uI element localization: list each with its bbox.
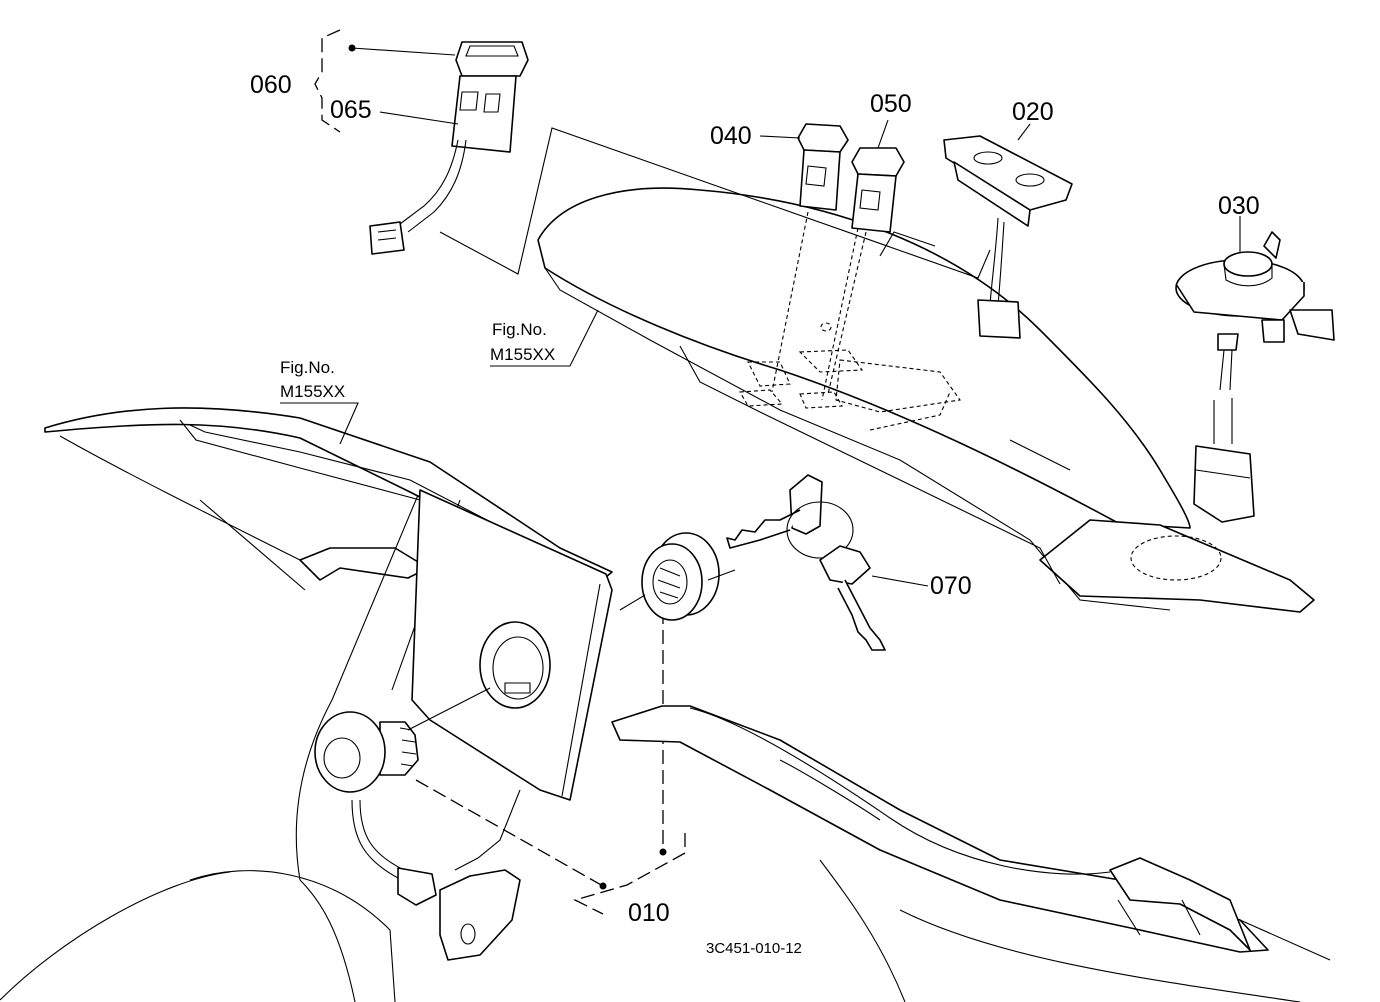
drawing-code: 3C451-010-12: [706, 940, 802, 957]
upper-panel: [537, 187, 1315, 613]
callout-060: 060: [250, 71, 292, 99]
explode-line-switch: [407, 687, 491, 731]
callout-020: 020: [1012, 98, 1054, 126]
ref-left-line2: M155XX: [280, 382, 345, 401]
nut-bezel: [619, 532, 736, 621]
grommet-ring: [479, 621, 551, 709]
callout-010: 010: [628, 899, 670, 927]
switch-030: [1175, 216, 1335, 523]
callout-070: 070: [930, 572, 972, 600]
switch-040: [759, 123, 849, 211]
ref-upper-line2: M155XX: [490, 345, 555, 364]
callout-050: 050: [870, 90, 912, 118]
ref-upper-line1: Fig.No.: [492, 320, 547, 339]
switch-060: [369, 41, 529, 255]
bracket-060: [314, 29, 459, 133]
starter-switch-010: [314, 711, 437, 906]
switch-020: [943, 123, 1073, 339]
ref-left-line1: Fig.No.: [280, 358, 335, 377]
explode-line-060: [439, 127, 991, 279]
lower-right-panel: [611, 705, 1331, 1002]
callout-040: 040: [710, 122, 752, 150]
callout-030: 030: [1218, 192, 1260, 220]
ref-upper-leader: [490, 309, 599, 367]
keys-070: [726, 474, 929, 651]
switch-050: [851, 119, 905, 233]
ref-left-leader: [280, 402, 359, 445]
callout-065: 065: [330, 96, 372, 124]
